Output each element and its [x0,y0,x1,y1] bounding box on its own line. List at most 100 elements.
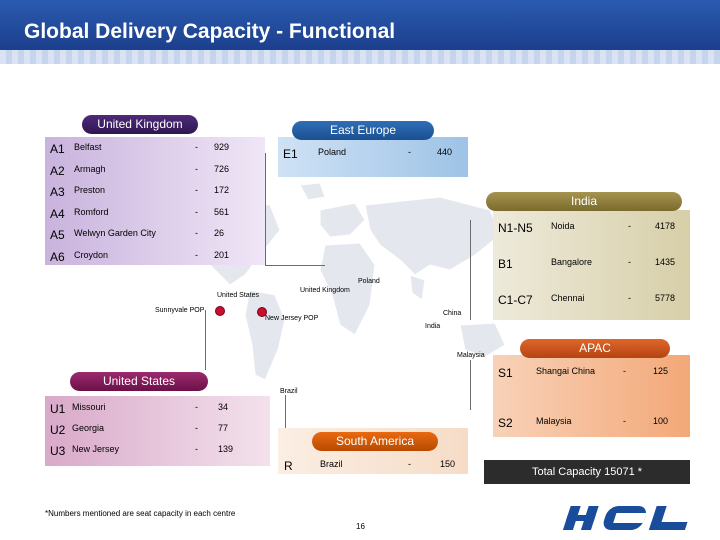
uk-row-value: 929 [214,142,230,152]
south-america-row-dash: - [408,459,411,469]
us-row-code: U2 [50,423,66,437]
us-row-value: 139 [218,444,234,454]
uk-row-code: A3 [50,185,65,199]
east-europe-row-dash: - [408,147,411,157]
india-row-name: Bangalore [551,257,593,267]
uk-row-dash: - [195,185,198,195]
apac-row-value: 125 [653,366,669,376]
uk-row-dash: - [195,206,198,217]
map-label-brazil: Brazil [280,388,298,395]
map-label-malaysia: Malaysia [457,352,485,359]
map-label-us: United States [217,292,260,299]
uk-row-name: Armagh [74,163,106,174]
map-label-china: China [443,310,462,317]
apac-panel [493,355,690,437]
india-row-code: C1-C7 [498,293,533,307]
total-capacity: Total Capacity 15071 * [531,466,643,478]
apac-row-dash: - [623,416,626,426]
uk-row-name: Belfast [74,142,102,152]
us-row-dash: - [195,423,198,433]
uk-panel [45,137,265,265]
east-europe-panel [278,137,468,177]
page-title: Global Delivery Capacity - Functional [24,20,396,43]
apac-row-code: S1 [498,366,513,380]
uk-row-code: A4 [50,206,65,221]
uk-row-name: Romford [74,206,109,217]
uk-row-code: A1 [50,142,65,156]
apac-row-name: Malaysia [536,416,572,426]
india-row-code: B1 [498,257,513,271]
connector-uk [265,153,266,265]
uk-row-dash: - [195,142,198,152]
india-header: India [486,192,682,211]
east-europe-header: East Europe [292,121,434,140]
map-label-sunnyvale: Sunnyvale POP [155,307,205,314]
uk-row-dash: - [195,228,198,238]
uk-row-value: 726 [214,163,230,174]
uk-row-name: Welwyn Garden City [74,228,156,238]
east-europe-row-code: E1 [283,147,298,161]
apac-row-name: Shangai China [536,366,596,376]
uk-row-code: A2 [50,163,65,178]
india-row-value: 4178 [655,221,676,231]
east-europe-row-value: 440 [437,147,453,157]
map-label-india: India [425,323,441,330]
map-label-newjersey: New Jersey POP [265,315,319,322]
us-row-value: 34 [218,402,229,412]
footnote: *Numbers mentioned are seat capacity in … [45,509,236,518]
india-row-code: N1-N5 [498,221,533,235]
us-row-code: U1 [50,402,66,416]
us-header: United States [70,372,208,391]
india-row-value: 1435 [655,257,676,267]
connector-india [470,220,471,320]
uk-row-value: 201 [214,249,230,260]
uk-row-value: 172 [214,185,230,195]
uk-row-dash: - [195,163,198,174]
connector-us [205,310,206,370]
connector-uk-h [265,265,325,266]
apac-row-value: 100 [653,416,669,426]
india-row-value: 5778 [655,293,676,303]
india-row-dash: - [628,257,631,267]
uk-row-code: A5 [50,228,65,242]
us-row-name: New Jersey [72,444,120,454]
south-america-row-name: Brazil [320,459,343,469]
map-label-uk: United Kingdom [300,287,350,294]
uk-row-name: Croydon [74,249,109,260]
hcl-logo [560,502,705,534]
us-row-name: Missouri [72,402,106,412]
south-america-row-value: 150 [440,459,456,469]
location-pin-newjersey [258,308,266,316]
uk-row-value: 561 [214,206,230,217]
apac-header: APAC [520,339,670,358]
india-row-name: Noida [551,221,575,231]
uk-row-value: 26 [214,228,225,238]
apac-row-dash: - [623,366,626,376]
uk-row-name: Preston [74,185,106,195]
header-stripe [0,50,720,64]
us-row-code: U3 [50,444,66,458]
us-row-value: 77 [218,423,229,433]
india-row-name: Chennai [551,293,585,303]
hcl-logo-mark [562,506,688,530]
location-pin-sunnyvale [216,307,224,315]
us-panel [45,396,270,466]
apac-row-code: S2 [498,416,513,430]
india-panel [493,210,690,320]
us-row-name: Georgia [72,423,105,433]
page-number: 16 [356,522,365,531]
uk-row-dash: - [195,249,198,260]
india-row-dash: - [628,221,631,231]
us-row-dash: - [195,402,198,412]
east-europe-row-name: Poland [318,147,347,157]
total-capacity-box: Total Capacity 15071 * [484,460,690,484]
title-bar: Global Delivery Capacity - Functional [0,0,720,50]
india-row-dash: - [628,293,631,303]
connector-apac [470,360,471,410]
us-row-dash: - [195,444,198,454]
map-label-poland: Poland [358,278,380,285]
uk-header: United Kingdom [82,115,198,134]
south-america-row-code: R [284,459,293,473]
connector-brazil [285,395,286,430]
uk-row-code: A6 [50,249,65,264]
